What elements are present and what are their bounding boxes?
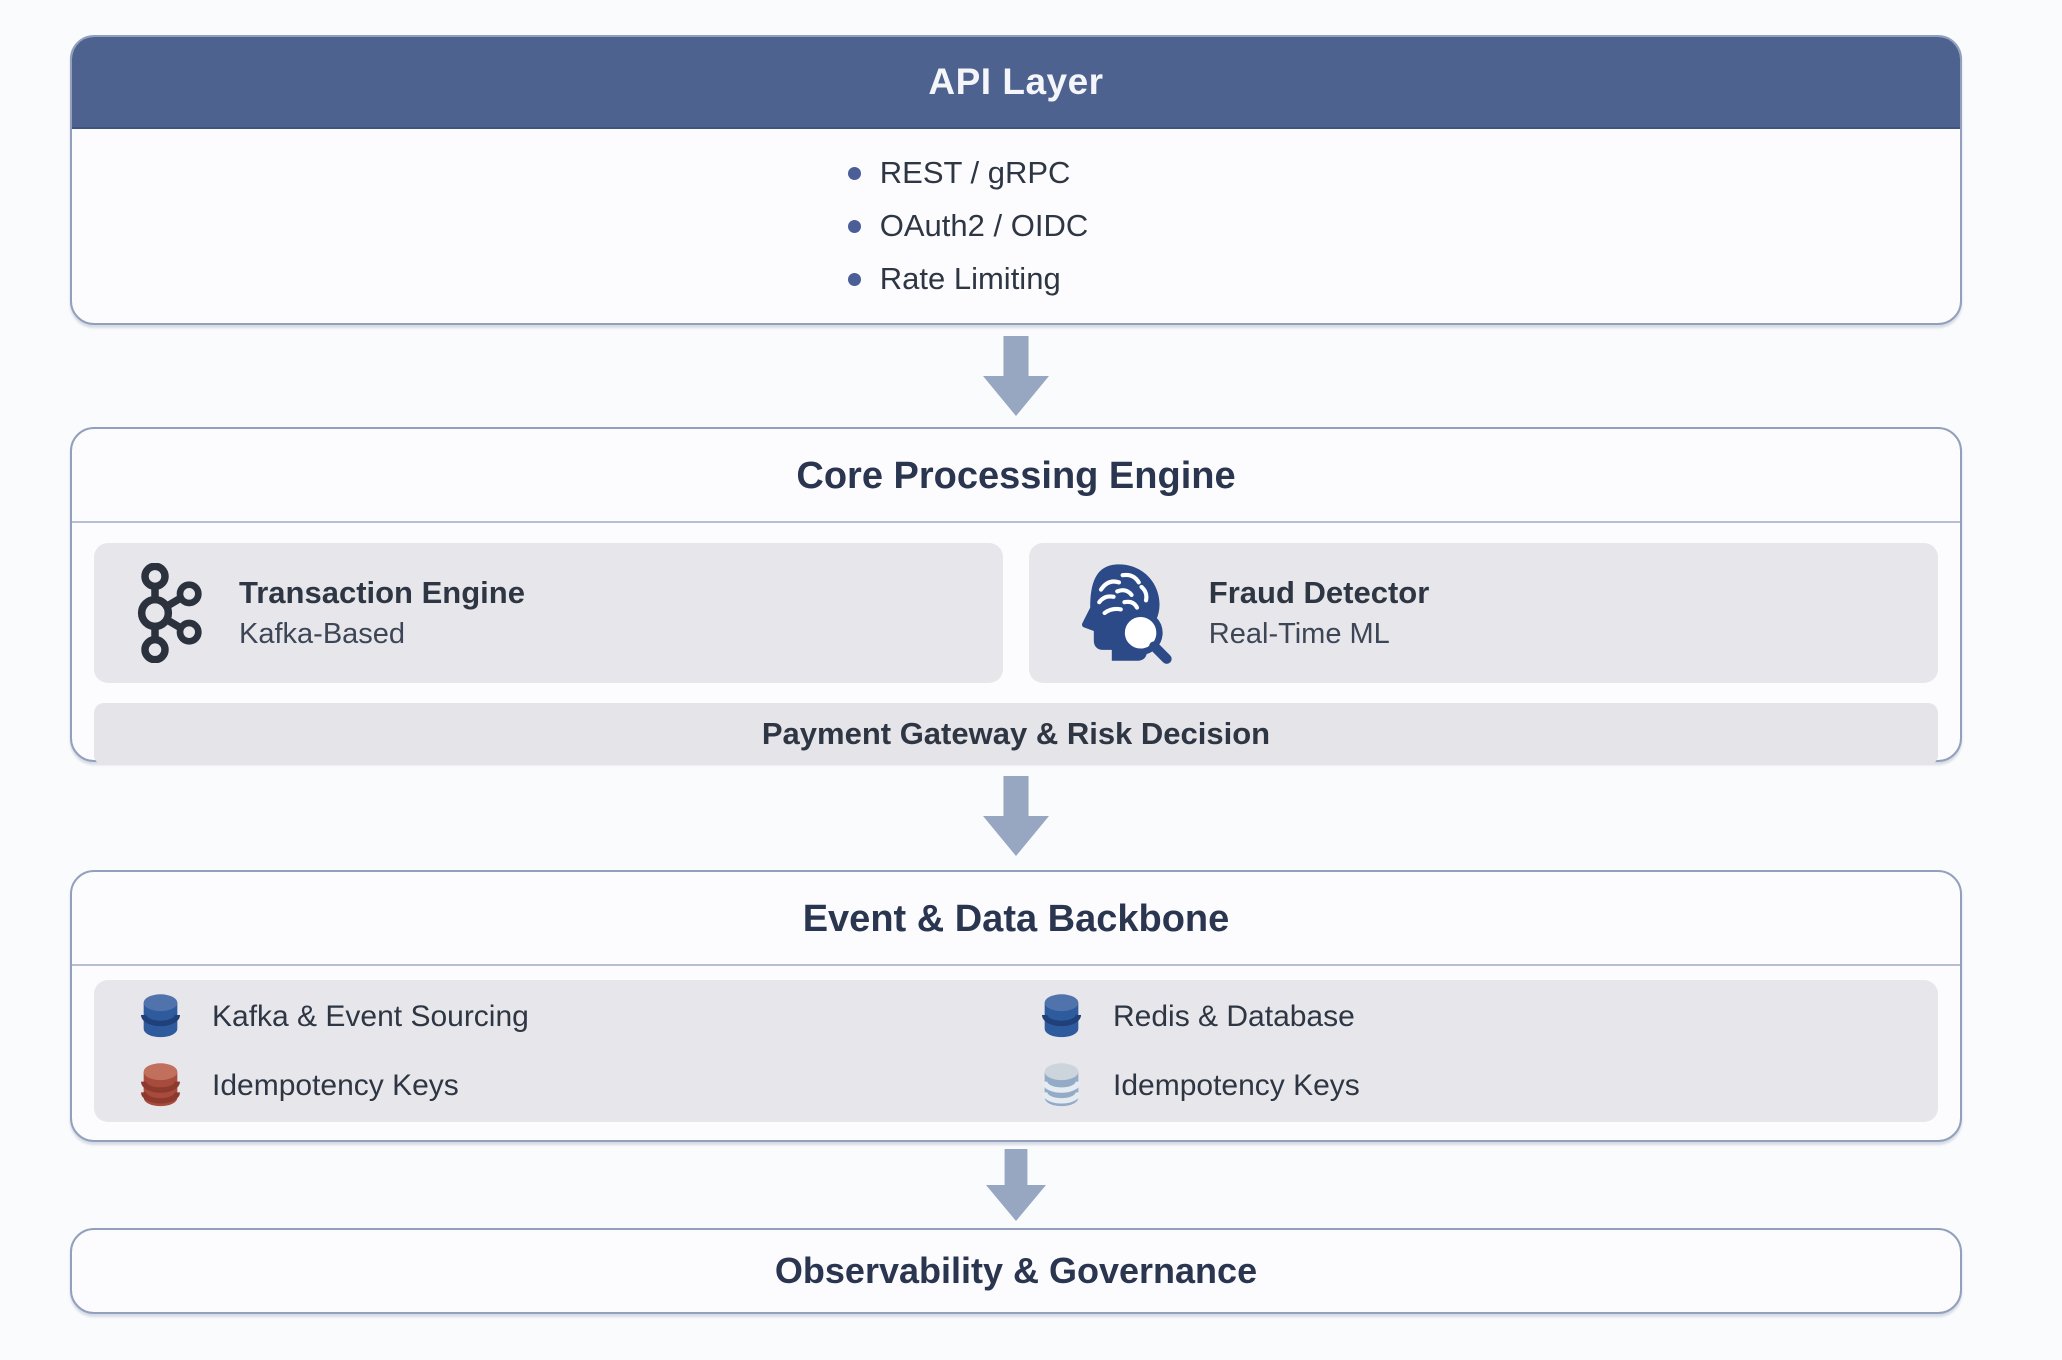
card-text: Transaction Engine Kafka-Based (239, 575, 525, 651)
database-blue-icon (140, 994, 181, 1038)
event-backbone-title: Event & Data Backbone (802, 898, 1230, 940)
list-item: Rate Limiting (847, 261, 1061, 297)
fraud-brain-magnifier-icon (1082, 564, 1172, 664)
database-blue-icon (1041, 994, 1082, 1038)
list-item-label: OAuth2 / OIDC (879, 208, 1089, 243)
core-processing-title: Core Processing Engine (796, 455, 1236, 497)
diagram-column: API Layer REST / gRPC OAuth2 / OIDC Rate… (70, 35, 1962, 1314)
backbone-panel: Kafka & Event Sourcing Idempotency Keys (94, 980, 1938, 1122)
payment-gateway-label: Payment Gateway & Risk Decision (761, 716, 1271, 751)
list-item-label: Kafka & Event Sourcing (212, 999, 529, 1033)
list-item: Redis & Database (1037, 991, 1938, 1042)
card-subtitle: Real-Time ML (1208, 618, 1390, 650)
divider (72, 521, 1960, 523)
api-layer-box: API Layer REST / gRPC OAuth2 / OIDC Rate… (70, 35, 1962, 325)
backbone-column-left: Kafka & Event Sourcing Idempotency Keys (136, 980, 1037, 1122)
api-layer-title: API Layer (928, 61, 1104, 102)
core-processing-content: Transaction Engine Kafka-Based (72, 523, 1960, 775)
flow-connector (70, 1142, 1962, 1228)
event-backbone-content: Kafka & Event Sourcing Idempotency Keys (72, 966, 1960, 1136)
database-red-icon (140, 1063, 181, 1107)
down-arrow-icon (986, 1149, 1046, 1221)
card-subtitle: Kafka-Based (239, 618, 406, 650)
list-item: Idempotency Keys (1037, 1060, 1938, 1111)
api-layer-feature-list: REST / gRPC OAuth2 / OIDC Rate Limiting (72, 129, 1960, 323)
flow-connector (70, 762, 1962, 870)
list-item-label: Redis & Database (1113, 999, 1355, 1033)
list-item-label: Idempotency Keys (212, 1068, 459, 1102)
divider (72, 964, 1960, 966)
api-layer-header: API Layer (72, 37, 1960, 129)
core-processing-box: Core Processing Engine (70, 427, 1962, 765)
bullet-dot-icon (847, 219, 861, 233)
flow-connector (70, 325, 1962, 427)
bullet-dot-icon (847, 166, 861, 180)
list-item-label: Idempotency Keys (1113, 1068, 1360, 1102)
payment-gateway-bar: Payment Gateway & Risk Decision (94, 703, 1938, 765)
card-text: Fraud Detector Real-Time ML (1209, 575, 1429, 651)
observability-title: Observability & Governance (774, 1250, 1258, 1291)
list-item: OAuth2 / OIDC (847, 208, 1089, 244)
list-item: Kafka & Event Sourcing (136, 991, 1037, 1042)
card-title: Transaction Engine (239, 575, 525, 610)
list-item-label: REST / gRPC (879, 155, 1071, 190)
list-item: REST / gRPC (847, 155, 1071, 191)
list-item-label: Rate Limiting (879, 261, 1061, 296)
api-layer-feature-list-inner: REST / gRPC OAuth2 / OIDC Rate Limiting (847, 155, 1089, 297)
database-light-icon (1041, 1063, 1082, 1107)
backbone-column-right: Redis & Database Idempotency Keys (1037, 980, 1938, 1122)
observability-box: Observability & Governance (70, 1228, 1962, 1314)
list-item: Idempotency Keys (136, 1060, 1037, 1111)
card-title: Fraud Detector (1208, 575, 1430, 610)
kafka-icon (137, 563, 202, 663)
transaction-engine-card: Transaction Engine Kafka-Based (94, 543, 1003, 683)
down-arrow-icon (983, 336, 1049, 416)
event-backbone-box: Event & Data Backbone Kafka & Event Sour… (70, 870, 1962, 1142)
down-arrow-icon (983, 776, 1049, 856)
bullet-dot-icon (847, 272, 861, 286)
fraud-detector-card: Fraud Detector Real-Time ML (1029, 543, 1938, 683)
engine-cards-row: Transaction Engine Kafka-Based (94, 543, 1938, 683)
